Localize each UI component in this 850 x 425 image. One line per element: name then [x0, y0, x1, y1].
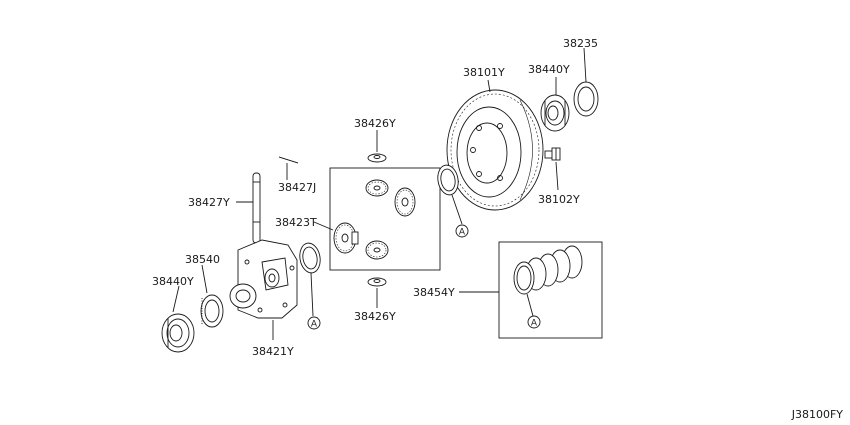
label-38102y[interactable]: 38102Y: [538, 193, 580, 206]
label-38440y-left[interactable]: 38440Y: [152, 275, 194, 288]
label-38235[interactable]: 38235: [563, 37, 598, 50]
pinion-shaft[interactable]: [252, 172, 261, 244]
callout-a-case: A: [307, 316, 321, 330]
shim-set[interactable]: [513, 245, 583, 295]
side-gear-upper[interactable]: [365, 179, 389, 197]
svg-text:A: A: [311, 320, 318, 330]
svg-text:A: A: [531, 319, 538, 329]
diagram-code: J38100FY: [791, 408, 844, 421]
label-38454y[interactable]: 38454Y: [413, 286, 455, 299]
bearing-outer-race[interactable]: [200, 294, 224, 328]
ring-gear-bolt[interactable]: [544, 147, 561, 161]
label-38101y[interactable]: 38101Y: [463, 66, 505, 79]
shim-ring[interactable]: [573, 81, 599, 117]
label-38540[interactable]: 38540: [185, 253, 220, 266]
pinion-gear-right[interactable]: [394, 187, 416, 217]
pinion-gear-left[interactable]: [333, 222, 359, 254]
label-38440y-right[interactable]: 38440Y: [528, 63, 570, 76]
shim-set-frame: [498, 241, 603, 339]
ring-gear[interactable]: [446, 89, 544, 211]
label-38426y-bottom[interactable]: 38426Y: [354, 310, 396, 323]
svg-text:A: A: [459, 228, 466, 238]
side-bearing-left[interactable]: [161, 313, 195, 353]
pinion-washer-bottom[interactable]: [367, 277, 387, 287]
differential-case[interactable]: [229, 239, 298, 319]
callout-a-ring-gear: A: [455, 224, 469, 238]
callout-a-shims: A: [527, 315, 541, 329]
pinion-gear-set-frame: [329, 167, 441, 271]
label-38423t[interactable]: 38423T: [275, 216, 317, 229]
side-bearing-right[interactable]: [540, 94, 570, 132]
label-38427y[interactable]: 38427Y: [188, 196, 230, 209]
label-38421y[interactable]: 38421Y: [252, 345, 294, 358]
thrust-washer-ring-gear-side[interactable]: [436, 163, 461, 196]
thrust-washer-case-side[interactable]: [298, 241, 323, 274]
label-38427j[interactable]: 38427J: [278, 181, 316, 194]
lock-pin[interactable]: [278, 156, 299, 164]
label-38426y-top[interactable]: 38426Y: [354, 117, 396, 130]
side-gear-lower[interactable]: [365, 240, 389, 260]
pinion-washer-top[interactable]: [367, 153, 387, 163]
